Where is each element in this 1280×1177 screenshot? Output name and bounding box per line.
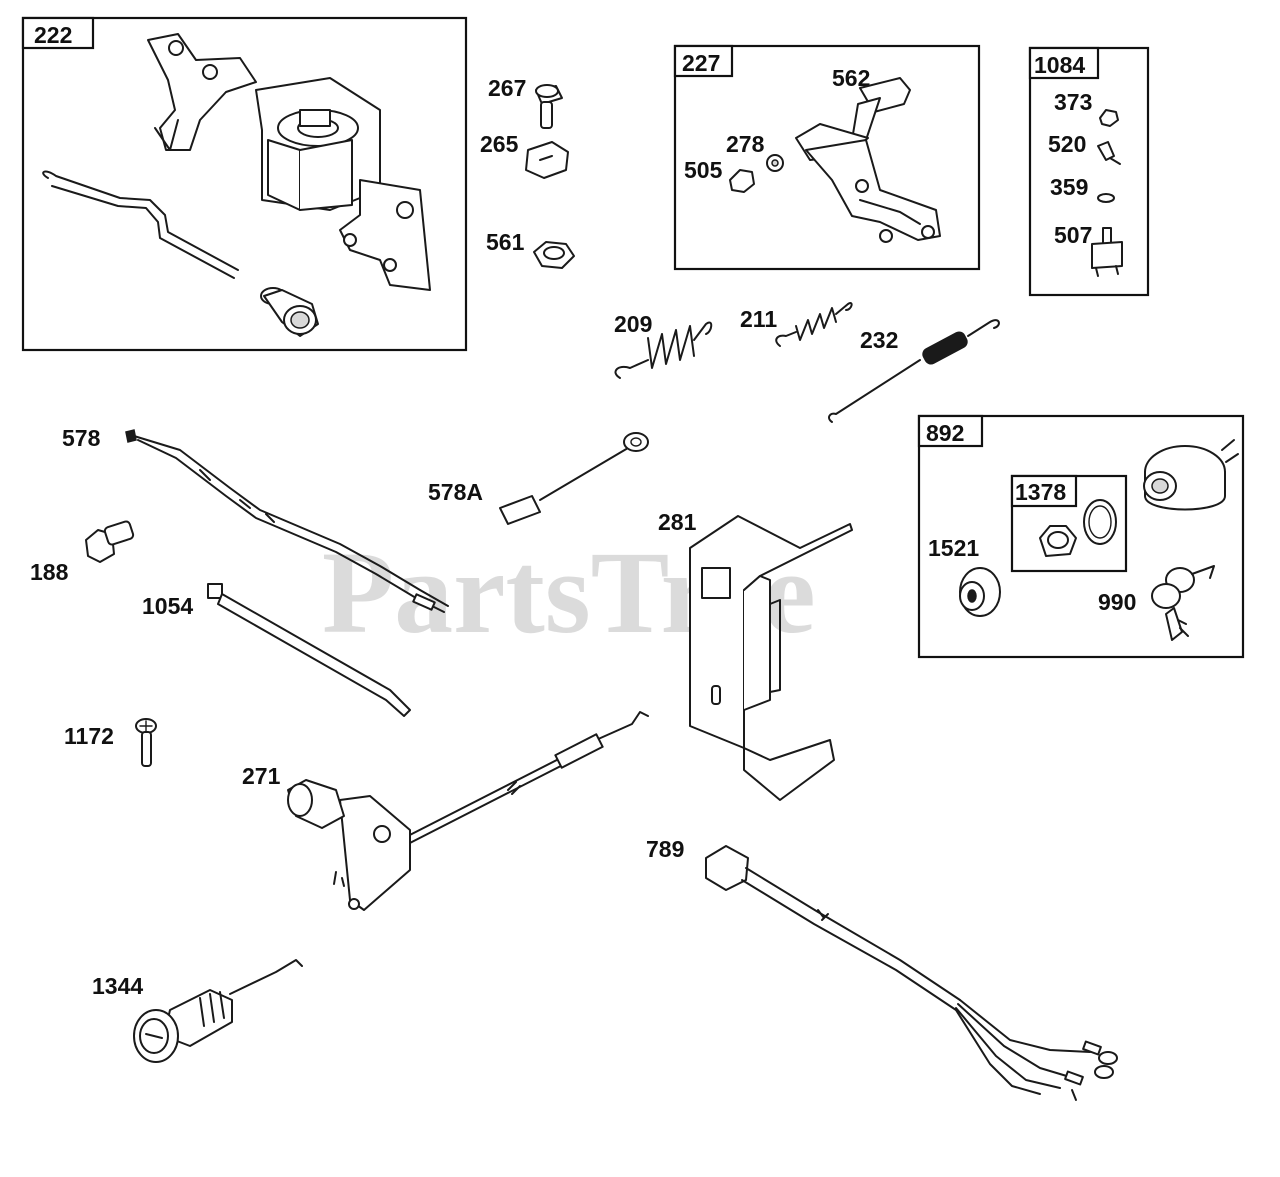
group-1084[interactable]: 1084 373 520 359 507	[1028, 46, 1150, 297]
bracket-227-drawing	[729, 77, 941, 243]
clip-icon	[525, 141, 569, 179]
choke-control-drawing	[133, 959, 303, 1063]
part-507-label: 507	[1054, 222, 1092, 248]
part-211[interactable]: 211	[740, 302, 853, 347]
part-211-label: 211	[740, 306, 777, 332]
part-265[interactable]: 265	[480, 131, 569, 179]
part-505-label: 505	[684, 157, 723, 183]
mount-bracket-drawing	[689, 515, 853, 801]
group-1378-label: 1378	[1015, 479, 1066, 505]
group-227[interactable]: 227 562 278 505	[673, 44, 981, 271]
group-1084-tag	[1028, 46, 1100, 80]
part-1172-label: 1172	[64, 723, 114, 749]
part-281[interactable]: 281	[658, 509, 853, 801]
bezel-1521-drawing	[959, 567, 1001, 617]
throttle-control-drawing	[287, 711, 649, 911]
screw-1172-drawing	[135, 718, 157, 767]
part-1344[interactable]: 1344	[92, 959, 303, 1063]
part-271-label: 271	[242, 763, 281, 789]
part-520-label: 520	[1048, 131, 1086, 157]
part-188-label: 188	[30, 559, 69, 585]
part-990-label: 990	[1098, 589, 1136, 615]
part-271[interactable]: 271	[242, 711, 649, 911]
ground-wire-drawing	[499, 432, 649, 525]
ignition-switch-drawing	[1143, 439, 1239, 511]
group-222-frame	[21, 16, 468, 352]
part-578[interactable]: 578	[62, 425, 449, 613]
part-209-label: 209	[614, 311, 652, 337]
part-789-label: 789	[646, 836, 684, 862]
part-789[interactable]: 789	[646, 836, 1118, 1101]
part-188[interactable]: 188	[30, 520, 135, 585]
part-265-label: 265	[480, 131, 519, 157]
part-278-label: 278	[726, 131, 765, 157]
part-578a[interactable]: 578A	[428, 432, 649, 525]
keys-drawing	[1151, 565, 1215, 641]
group-892-tag	[917, 414, 984, 448]
part-281-label: 281	[658, 509, 697, 535]
nut-icon	[533, 241, 575, 269]
group-892[interactable]: 892 1521 990	[917, 414, 1245, 659]
group-1084-frame	[1028, 46, 1150, 297]
nut-washer-1378-drawing	[1039, 499, 1117, 557]
part-232[interactable]: 232	[828, 319, 1000, 423]
part-1344-label: 1344	[92, 973, 143, 999]
switch-parts-drawing	[1091, 109, 1123, 277]
knob-drawing	[260, 287, 319, 337]
group-227-frame	[673, 44, 981, 271]
spring-209-drawing	[614, 321, 713, 379]
part-267[interactable]: 267	[488, 75, 563, 129]
group-1084-label: 1084	[1034, 52, 1085, 78]
cable-578-drawing	[125, 429, 449, 613]
group-1378-tag	[1010, 474, 1078, 508]
group-227-tag	[673, 44, 734, 78]
part-1054[interactable]: 1054	[142, 583, 411, 717]
spring-232-drawing	[828, 319, 1000, 423]
group-892-label: 892	[926, 420, 964, 446]
part-561-label: 561	[486, 229, 525, 255]
group-227-label: 227	[682, 50, 720, 76]
group-222[interactable]: 222	[21, 16, 468, 352]
group-222-label: 222	[34, 22, 72, 48]
group-1378[interactable]: 1378	[1010, 474, 1128, 573]
part-267-label: 267	[488, 75, 526, 101]
part-561[interactable]: 561	[486, 229, 575, 269]
part-578-label: 578	[62, 425, 101, 451]
group-892-frame	[917, 414, 1245, 659]
bolt-icon	[535, 84, 563, 129]
part-232-label: 232	[860, 327, 898, 353]
throttle-bracket-drawing	[147, 33, 431, 291]
part-373-label: 373	[1054, 89, 1092, 115]
part-1521-label: 1521	[928, 535, 979, 561]
cable-tie-drawing	[207, 583, 411, 717]
part-578a-label: 578A	[428, 479, 483, 505]
link-rod-drawing	[42, 170, 239, 279]
group-222-tag	[21, 16, 95, 50]
part-209[interactable]: 209	[614, 311, 713, 379]
part-359-label: 359	[1050, 174, 1088, 200]
part-1054-label: 1054	[142, 593, 193, 619]
part-1172[interactable]: 1172	[64, 718, 157, 767]
wire-harness-drawing	[705, 845, 1118, 1101]
spring-211-drawing	[775, 302, 853, 347]
screw-188-drawing	[85, 520, 135, 563]
